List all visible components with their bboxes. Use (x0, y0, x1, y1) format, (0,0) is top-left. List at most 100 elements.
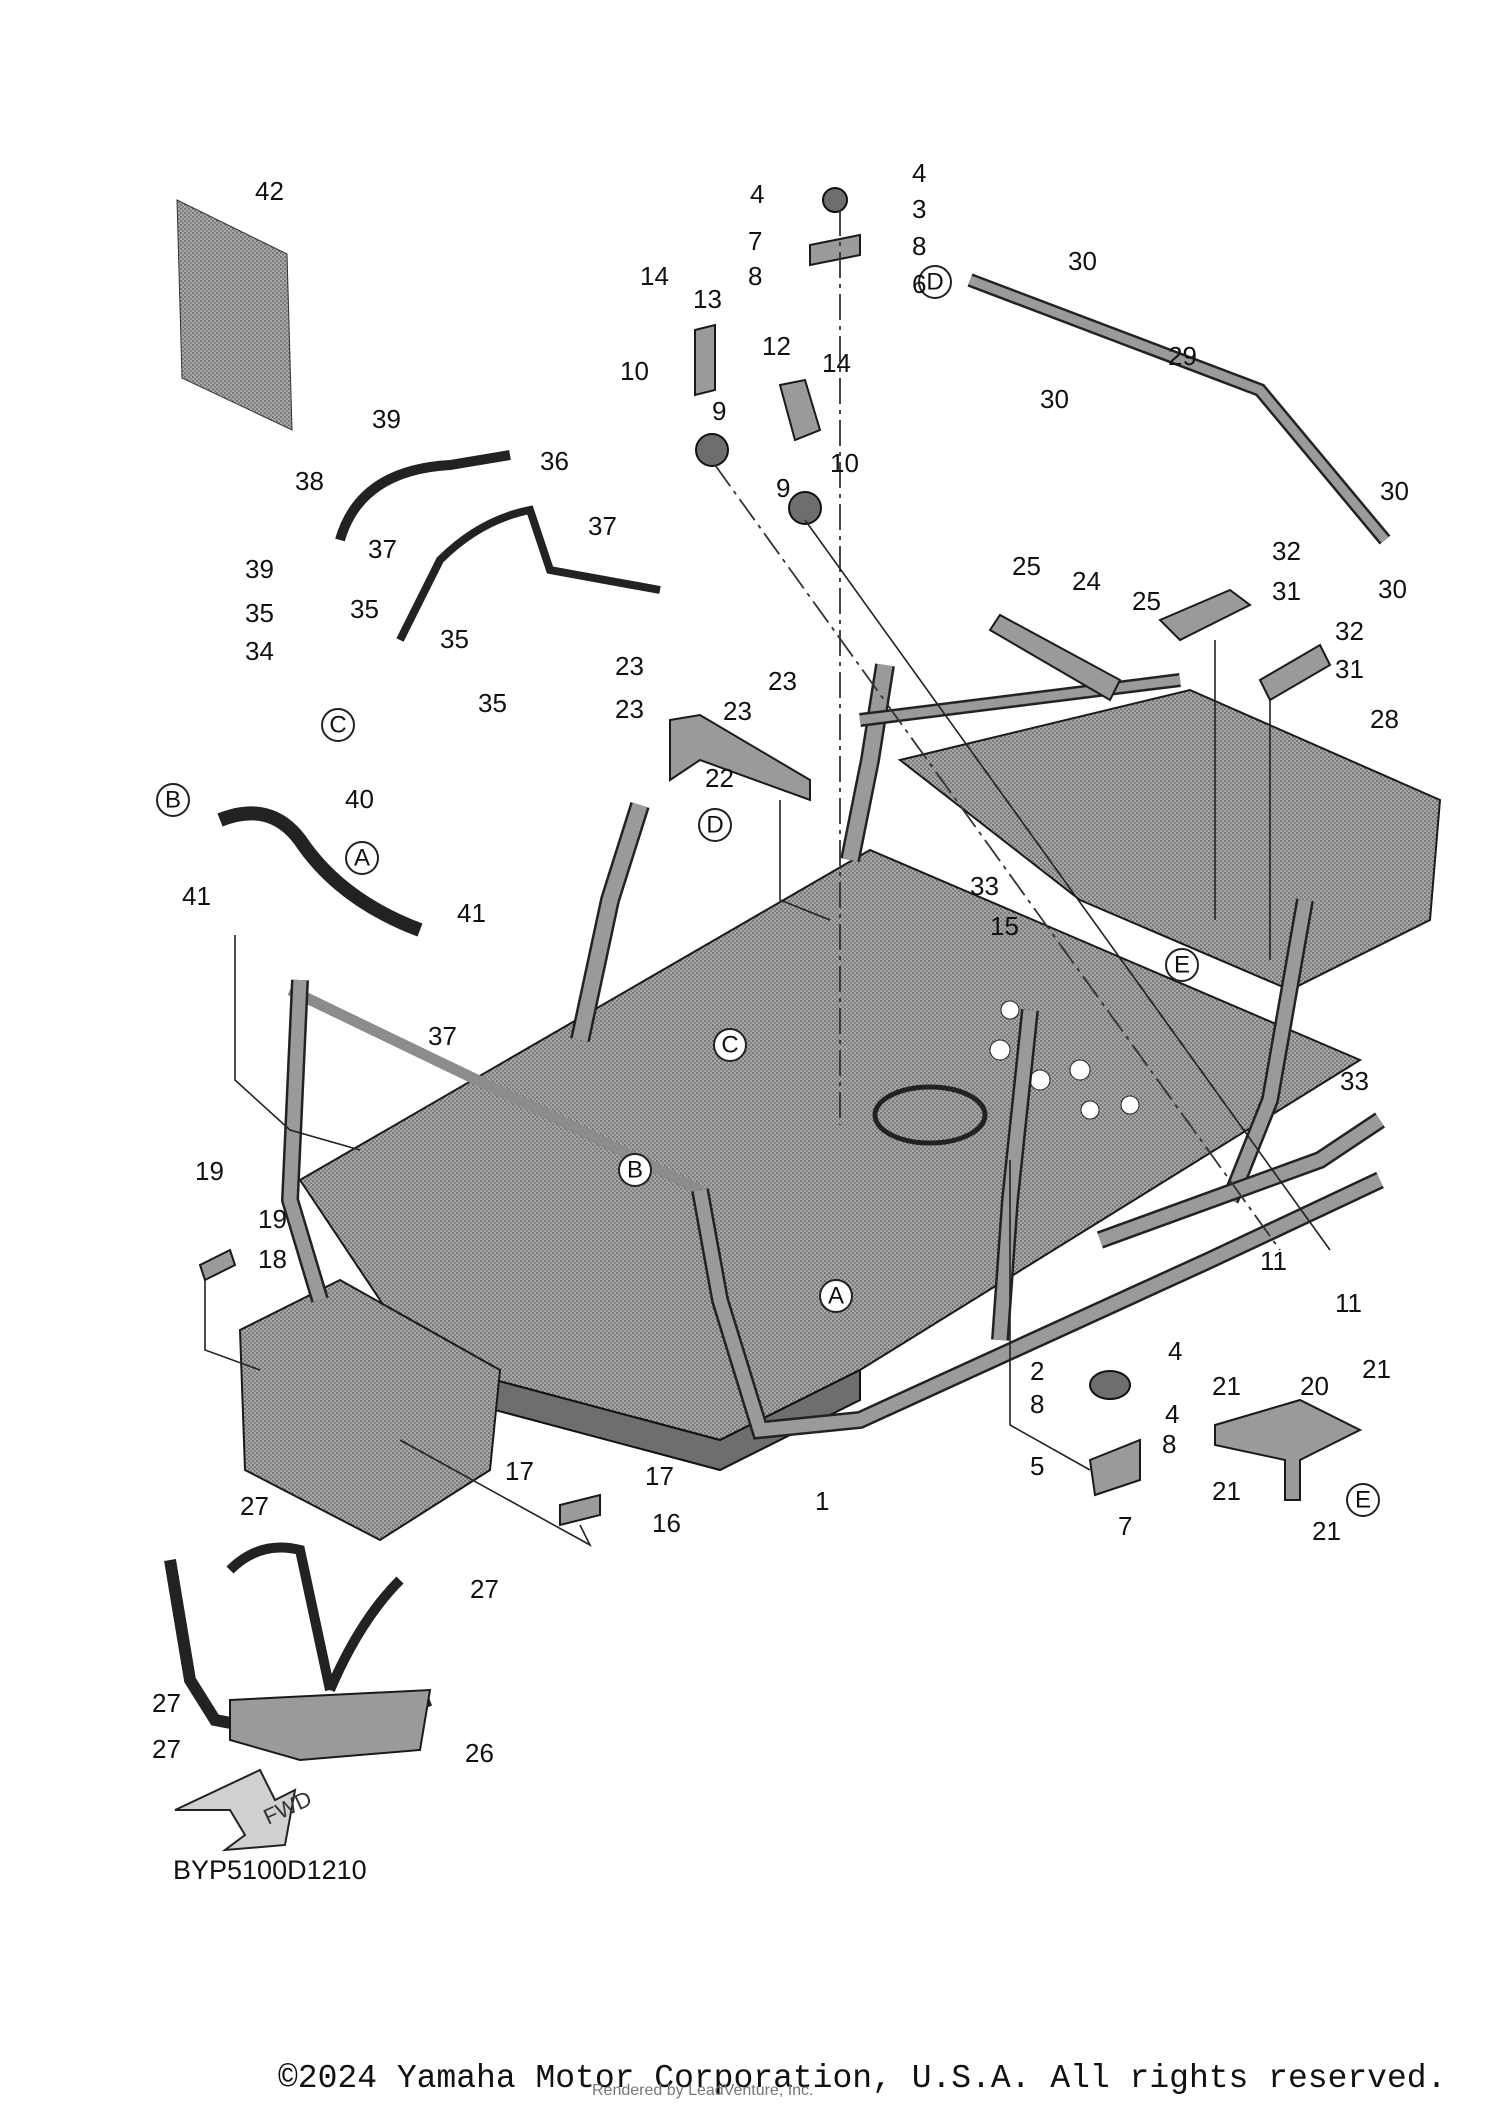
ref-marker-b-frame: B (618, 1153, 652, 1187)
callout-35d: 35 (478, 688, 507, 718)
svg-text:D: D (926, 269, 943, 296)
part-40-bracket (217, 806, 423, 937)
callout-18: 18 (258, 1244, 287, 1274)
callout-36: 36 (540, 446, 569, 476)
callout-10a: 10 (620, 356, 649, 386)
callout-27a: 27 (240, 1491, 269, 1521)
callout-30d: 30 (1378, 574, 1407, 604)
callout-35c: 35 (440, 624, 469, 654)
callout-34: 34 (245, 636, 274, 666)
guide-16 (399, 1439, 592, 1547)
callout-7b: 7 (1118, 1511, 1132, 1541)
part-22-bracket (669, 713, 811, 802)
main-frame (238, 663, 1442, 1542)
callout-24: 24 (1072, 566, 1101, 596)
callout-23c: 23 (723, 696, 752, 726)
callout-9b: 9 (776, 473, 790, 503)
callout-38: 38 (295, 466, 324, 496)
part-16-bracket (559, 1493, 601, 1527)
callout-8d: 8 (1162, 1429, 1176, 1459)
part-18-bracket (198, 1248, 237, 1282)
part-9-mount-left (695, 433, 729, 467)
callout-37a: 37 (368, 534, 397, 564)
callout-25a: 25 (1012, 551, 1041, 581)
callout-40: 40 (345, 784, 374, 814)
ref-marker-c-left: C (321, 708, 355, 742)
callout-33b: 33 (1340, 1066, 1369, 1096)
callout-26: 26 (465, 1738, 494, 1768)
svg-text:E: E (1355, 1487, 1371, 1514)
part-42-decal-plate (176, 199, 293, 431)
callout-10b: 10 (830, 448, 859, 478)
callout-30a: 30 (1068, 246, 1097, 276)
callout-20: 20 (1300, 1371, 1329, 1401)
callout-4a: 4 (912, 158, 926, 188)
part-38-bar (335, 450, 511, 542)
callout-35a: 35 (245, 598, 274, 628)
fwd-arrow: FWD (174, 1768, 316, 1852)
callout-16: 16 (652, 1508, 681, 1538)
callout-42: 42 (255, 176, 284, 206)
guide-22 (779, 800, 831, 921)
part-31-bracket-lower (1258, 643, 1332, 702)
callout-37b: 37 (588, 511, 617, 541)
callout-4d: 4 (1165, 1399, 1179, 1429)
part-6-bracket (809, 233, 861, 267)
callout-29: 29 (1168, 341, 1197, 371)
callout-28: 28 (1370, 704, 1399, 734)
svg-text:A: A (354, 845, 370, 872)
callout-4b: 4 (750, 179, 764, 209)
part-29-bar (967, 273, 1391, 545)
callout-14b: 14 (822, 348, 851, 378)
callout-2: 2 (1030, 1356, 1044, 1386)
callout-30c: 30 (1380, 476, 1409, 506)
callout-41b: 41 (457, 898, 486, 928)
callout-4c: 4 (1168, 1336, 1182, 1366)
part-2-mount (1089, 1370, 1131, 1400)
callout-9a: 9 (712, 396, 726, 426)
callout-32b: 32 (1335, 616, 1364, 646)
ref-marker-a-frame: A (819, 1279, 853, 1313)
callout-37c: 37 (428, 1021, 457, 1051)
svg-text:B: B (165, 787, 181, 814)
svg-text:B: B (627, 1157, 643, 1184)
centerline-mount-9 (714, 464, 1281, 1251)
callout-13: 13 (693, 284, 722, 314)
ref-marker-d-mid: D (698, 808, 732, 842)
ref-marker-d-top: D (918, 265, 952, 299)
guide-18 (204, 1280, 261, 1371)
callout-14a: 14 (640, 261, 669, 291)
callout-27d: 27 (152, 1734, 181, 1764)
callout-27b: 27 (470, 1574, 499, 1604)
part-24-bracket (988, 613, 1122, 702)
rendered-by-watermark: Rendered by LeadVenture, Inc. (592, 2082, 814, 2099)
ref-marker-a-bracket: A (345, 841, 379, 875)
callout-6: 6 (912, 269, 926, 299)
callout-3: 3 (912, 194, 926, 224)
callout-5: 5 (1030, 1451, 1044, 1481)
callout-19a: 19 (195, 1156, 224, 1186)
diagram-code: BYP5100D1210 (173, 1855, 367, 1885)
ref-marker-c-frame: C (713, 1028, 747, 1062)
guide-31 (1214, 640, 1271, 960)
callout-17a: 17 (505, 1456, 534, 1486)
callout-22: 22 (705, 763, 734, 793)
guide-41 (234, 935, 361, 1151)
callout-21c: 21 (1212, 1476, 1241, 1506)
callout-23d: 23 (768, 666, 797, 696)
copyright-notice: ©2024 Yamaha Motor Corporation, U.S.A. A… (278, 2060, 1447, 2097)
callout-15: 15 (990, 911, 1019, 941)
callout-39a: 39 (372, 404, 401, 434)
part-5-bracket (1088, 1438, 1141, 1497)
callout-17b: 17 (645, 1461, 674, 1491)
part-20-bracket (1214, 1398, 1363, 1501)
callout-21a: 21 (1212, 1371, 1241, 1401)
callout-7a: 7 (748, 226, 762, 256)
part-36-bar (396, 505, 661, 642)
ref-marker-e-bracket: E (1346, 1483, 1380, 1517)
callout-8c: 8 (1030, 1389, 1044, 1419)
callout-8b: 8 (748, 261, 762, 291)
callout-21d: 21 (1312, 1516, 1341, 1546)
part-12-bracket (778, 378, 822, 442)
